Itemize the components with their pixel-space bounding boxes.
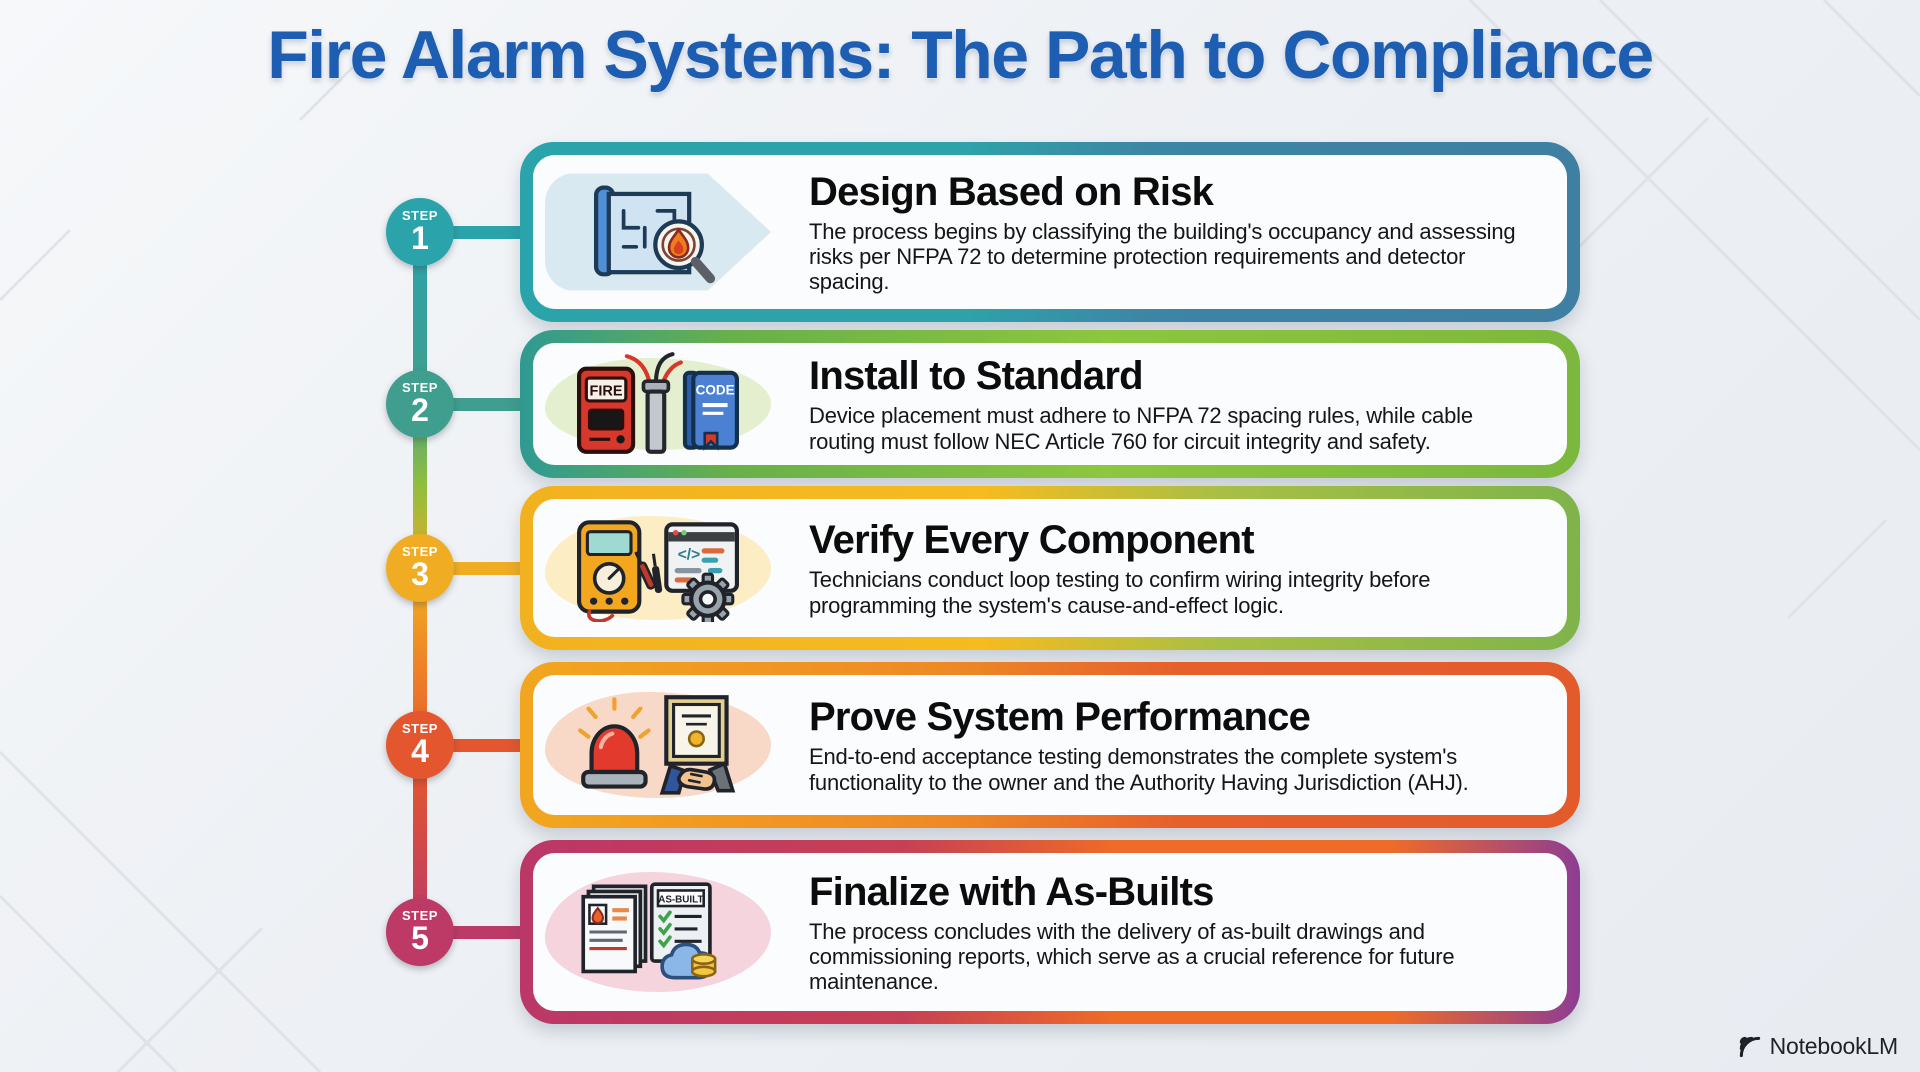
alarm-beacon-handshake-certificate-icon	[533, 675, 783, 815]
step-card-description: Technicians conduct loop testing to conf…	[809, 567, 1431, 618]
step-card-title: Install to Standard	[809, 354, 1144, 399]
step-label: STEP	[402, 720, 438, 736]
step-3-marker: STEP 3	[386, 534, 454, 602]
step-number: 2	[411, 391, 429, 428]
code-glyph: </>	[678, 547, 701, 564]
step-card-5: AS-BUILT Finalize with As-Builts The pro…	[520, 840, 1580, 1024]
step-card-title: Design Based on Risk	[809, 169, 1214, 214]
step-card-description: The process concludes with the delivery …	[809, 918, 1455, 995]
step-card-description: Device placement must adhere to NFPA 72 …	[809, 403, 1473, 454]
step-card-description: The process begins by classifying the bu…	[809, 218, 1516, 295]
as-built-label: AS-BUILT	[658, 894, 703, 905]
fire-label: FIRE	[590, 384, 623, 400]
brand-watermark: NotebookLM	[1737, 1033, 1898, 1060]
notebooklm-logo-icon	[1739, 1036, 1760, 1057]
step-number: 4	[411, 732, 429, 769]
step-card-1: Design Based on Risk The process begins …	[520, 142, 1580, 322]
step-label: STEP	[402, 543, 438, 559]
multimeter-code-window-gear-icon: </>	[533, 499, 783, 637]
step-label: STEP	[402, 379, 438, 395]
blueprint-magnifier-flame-icon	[533, 155, 783, 309]
step-1-marker: STEP 1	[386, 198, 454, 266]
step-label: STEP	[402, 907, 438, 923]
step-number: 5	[411, 919, 429, 956]
step-number: 3	[411, 555, 429, 592]
step-card-title: Finalize with As-Builts	[809, 869, 1214, 914]
step-card-title: Prove System Performance	[809, 695, 1311, 740]
step-5-marker: STEP 5	[386, 898, 454, 966]
step-card-4: Prove System Performance End-to-end acce…	[520, 662, 1580, 828]
step-card-description: End-to-end acceptance testing demonstrat…	[809, 744, 1469, 795]
step-label: STEP	[402, 207, 438, 223]
step-card-2: FIRE CODE Instal	[520, 330, 1580, 478]
step-number: 1	[411, 219, 429, 256]
brand-name: NotebookLM	[1769, 1033, 1899, 1059]
fire-report-asbuilt-checklist-cloud-icon: AS-BUILT	[533, 853, 783, 1011]
code-label: CODE	[696, 383, 735, 398]
fire-pull-station-conduit-code-book-icon: FIRE CODE	[533, 343, 783, 465]
step-4-marker: STEP 4	[386, 711, 454, 779]
page-title: Fire Alarm Systems: The Path to Complian…	[267, 17, 1654, 93]
step-2-marker: STEP 2	[386, 370, 454, 438]
step-card-title: Verify Every Component	[809, 518, 1255, 563]
step-card-3: </>	[520, 486, 1580, 650]
